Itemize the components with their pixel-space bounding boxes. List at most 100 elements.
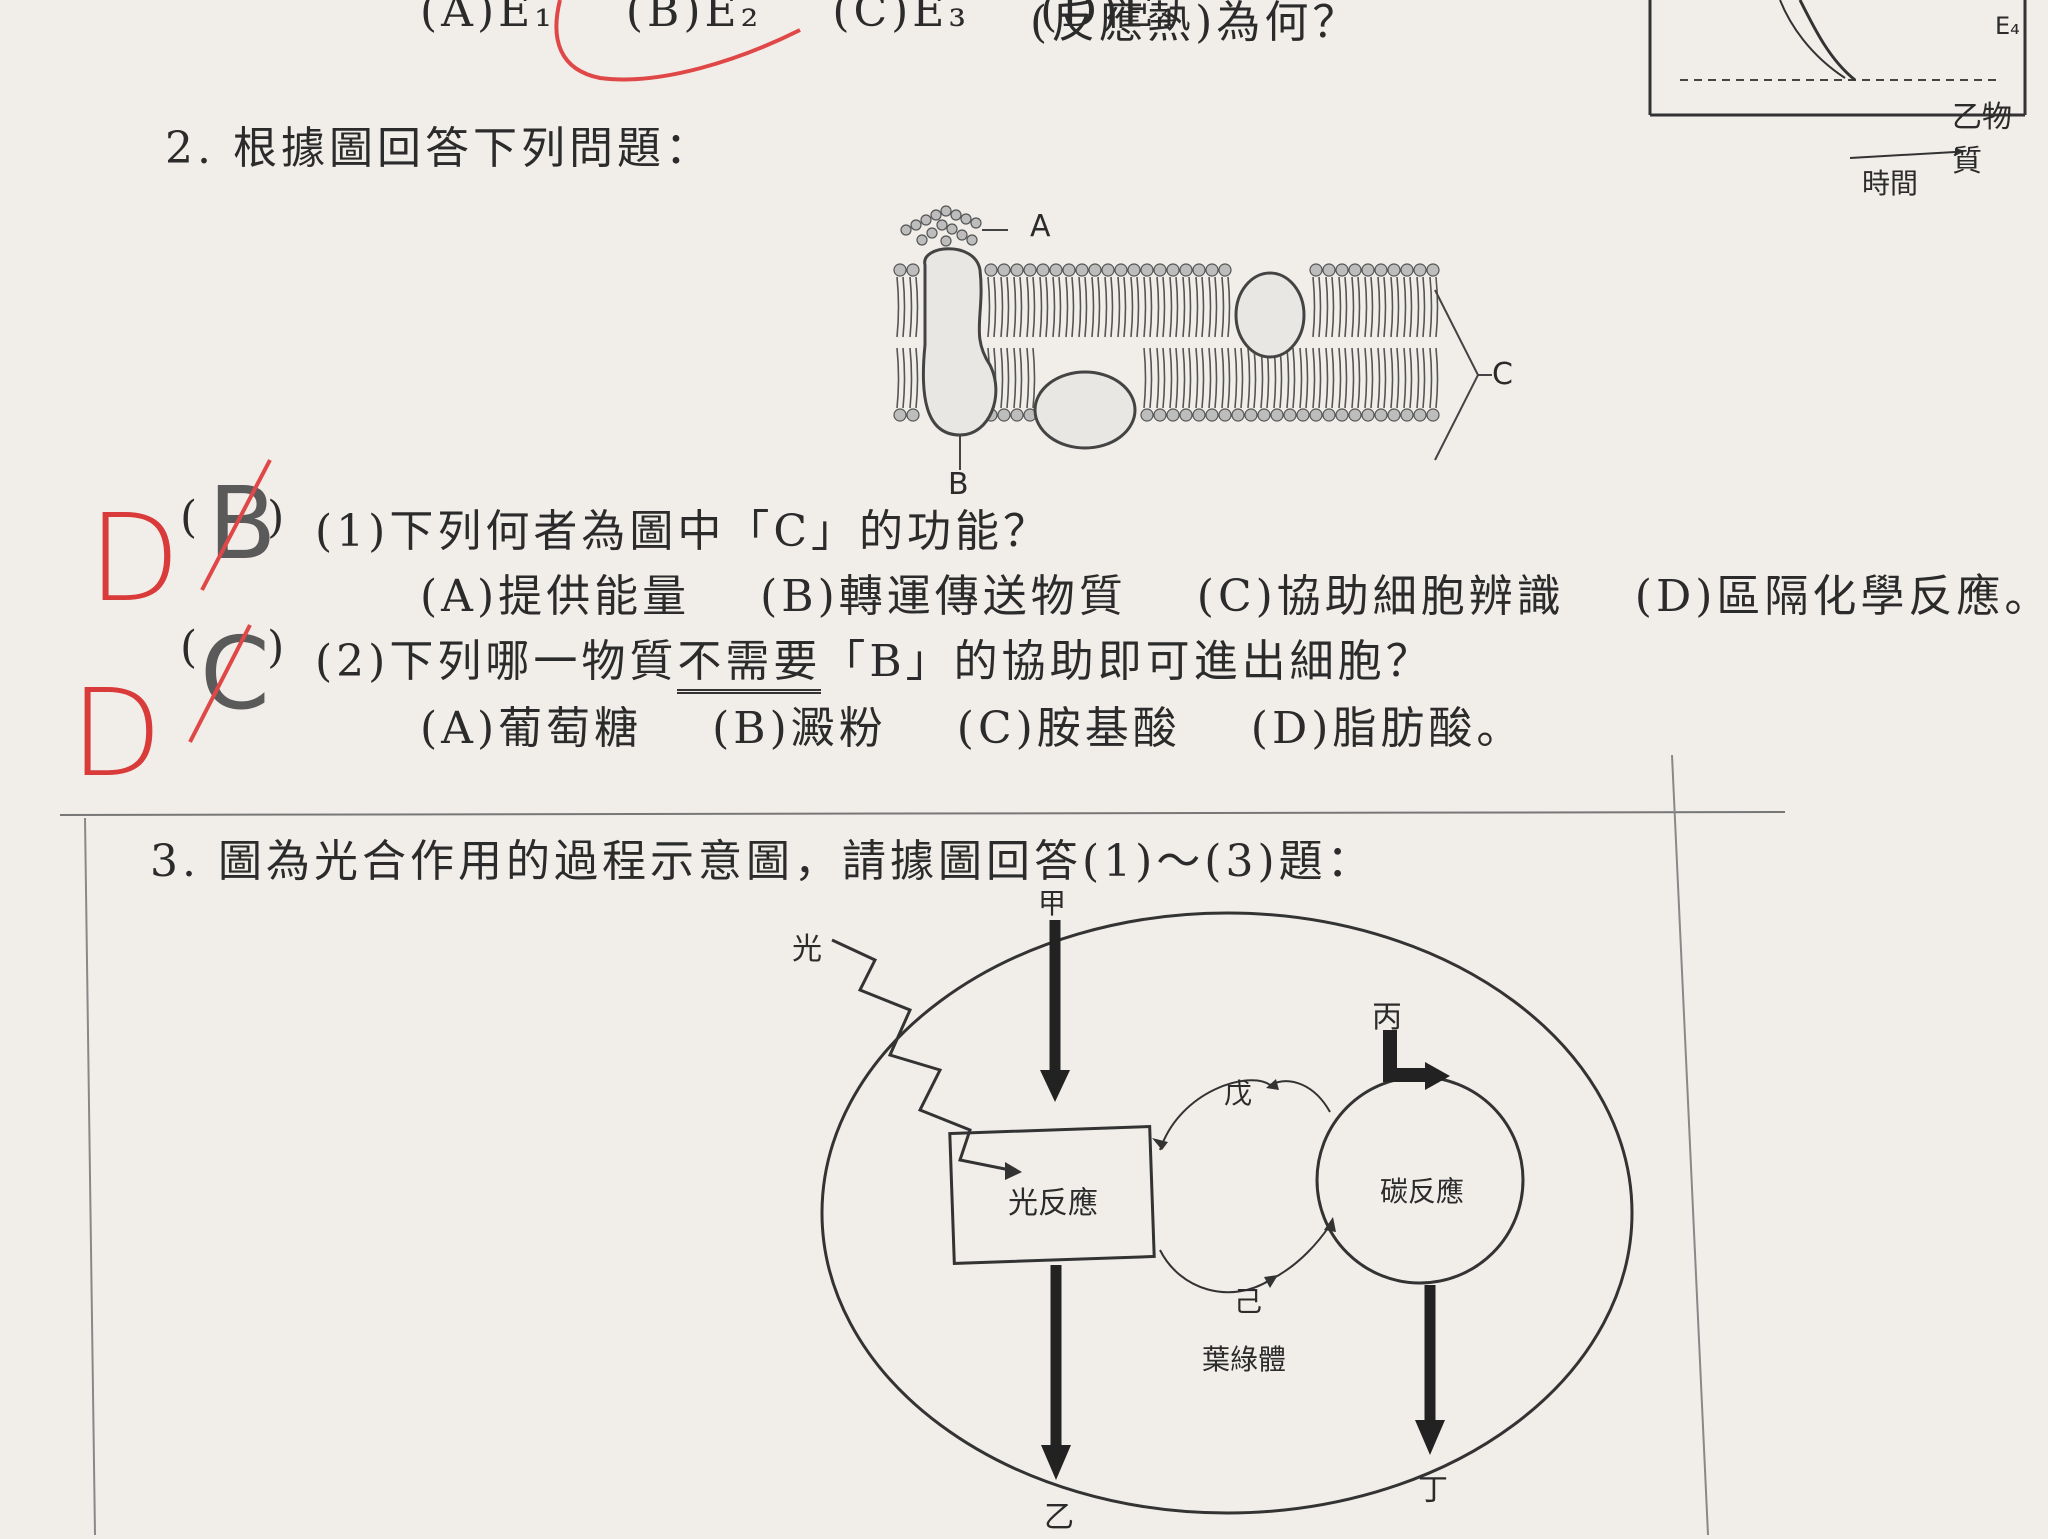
phospholipid-head	[1322, 408, 1336, 422]
phospholipid-head	[1023, 263, 1037, 277]
diagram-label-chloroplast: 葉綠體	[1202, 1343, 1287, 1376]
phospholipid-head	[1348, 263, 1362, 277]
top-option-d: (D)E₄	[1040, 0, 1180, 37]
q2-2-pencil-answer: C	[200, 615, 270, 732]
phospholipid-tail	[1370, 347, 1374, 409]
q2-2-prompt-after: 「B」的協助即可進出細胞？	[821, 636, 1434, 687]
phospholipid-tail	[1156, 276, 1160, 338]
phospholipid-tail	[1000, 276, 1004, 338]
phospholipid-tail	[1383, 347, 1387, 409]
phospholipid-tail	[1299, 347, 1303, 409]
phospholipid-tail	[1162, 347, 1166, 409]
q2-1-option-d: (D)區隔化學反應。	[1634, 571, 2048, 622]
diagram-label-jia: 甲	[1038, 887, 1067, 920]
top-option-a: (A)E₁	[420, 0, 556, 37]
phospholipid-tail	[1091, 276, 1095, 338]
phospholipid-tail	[915, 276, 919, 338]
q2-2-option-d: (D)脂肪酸。	[1250, 703, 1525, 754]
phospholipid-tail	[1136, 276, 1140, 338]
phospholipid-tail	[1396, 347, 1400, 409]
phospholipid-head	[893, 408, 907, 422]
phospholipid-head	[1413, 263, 1427, 277]
phospholipid-head	[1309, 408, 1323, 422]
phospholipid-tail	[1000, 347, 1004, 409]
q2-2-option-c: (C)胺基酸	[956, 703, 1181, 754]
phospholipid-tail	[1110, 276, 1114, 338]
phospholipid-tail	[1390, 276, 1394, 338]
phospholipid-tail	[1429, 276, 1433, 338]
phospholipid-head	[1374, 408, 1388, 422]
top-options-row: (A)E₁ (B)E₂ (C)E₃ (D)E₄	[420, 0, 1231, 37]
q2-2-red-slash	[188, 624, 252, 743]
phospholipid-tail	[1429, 347, 1433, 409]
phospholipid-tail	[1377, 276, 1381, 338]
phospholipid-tail	[1045, 276, 1049, 338]
phospholipid-head	[1322, 263, 1336, 277]
phospholipid-tail	[1377, 347, 1381, 409]
top-option-b: (B)E₂	[625, 0, 763, 37]
phospholipid-tail	[1208, 276, 1212, 338]
phospholipid-tail	[1214, 347, 1218, 409]
top-question-tail: (反應熱)為何？	[1030, 0, 1361, 48]
phospholipid-tail	[1331, 276, 1335, 338]
phospholipid-tail	[1312, 276, 1316, 338]
phospholipid-tail	[1182, 276, 1186, 338]
phospholipid-tail	[1013, 347, 1017, 409]
phospholipid-tail	[1078, 276, 1082, 338]
diagram-label-ding: 丁	[1418, 1473, 1448, 1508]
phospholipid-tail	[1344, 347, 1348, 409]
phospholipid-head	[1205, 263, 1219, 277]
phospholipid-tail	[1351, 347, 1355, 409]
phospholipid-head	[1309, 263, 1323, 277]
phospholipid-tail	[1071, 276, 1075, 338]
phospholipid-tail	[1409, 347, 1413, 409]
phospholipid-head	[1179, 408, 1193, 422]
diagram-label-light: 光	[792, 932, 822, 967]
phospholipid-tail	[1357, 276, 1361, 338]
phospholipid-tail	[909, 276, 913, 338]
membrane-label-c: C	[1492, 357, 1513, 392]
phospholipid-tail	[1162, 276, 1166, 338]
phospholipid-head	[1140, 263, 1154, 277]
phospholipid-tail	[1149, 276, 1153, 338]
phospholipid-tail	[1227, 276, 1231, 338]
q2-2-red-answer: D	[70, 665, 163, 804]
phospholipid-head	[1413, 408, 1427, 422]
phospholipid-head	[1192, 408, 1206, 422]
phospholipid-tail	[1357, 347, 1361, 409]
phospholipid-head	[893, 263, 907, 277]
phospholipid-tail	[1195, 276, 1199, 338]
phospholipid-tail	[1364, 347, 1368, 409]
phospholipid-head	[1400, 408, 1414, 422]
q2-1-pencil-answer: B	[208, 465, 277, 582]
phospholipid-tail	[993, 276, 997, 338]
q2-1-prompt: (1)下列何者為圖中「C」的功能？	[315, 506, 1051, 557]
phospholipid-head	[1010, 263, 1024, 277]
phospholipid-head	[1075, 263, 1089, 277]
phospholipid-tail	[1084, 276, 1088, 338]
phospholipid-tail	[1188, 347, 1192, 409]
phospholipid-tail	[1416, 347, 1420, 409]
phospholipid-tail	[1390, 347, 1394, 409]
corner-label-time: 時間	[1862, 167, 1919, 200]
phospholipid-head	[1426, 263, 1440, 277]
phospholipid-head	[1179, 263, 1193, 277]
phospholipid-tail	[1247, 347, 1251, 409]
membrane-label-a: A	[1030, 209, 1051, 244]
corner-graph: E₄ 乙物質 時間	[1640, 0, 2040, 200]
red-correction-stroke	[554, 0, 801, 82]
phospholipid-head	[1270, 408, 1284, 422]
phospholipid-tail	[1130, 276, 1134, 338]
q2-2-prompt: (2)下列哪一物質不需要「B」的協助即可進出細胞？	[315, 625, 1434, 694]
phospholipid-tail	[1214, 276, 1218, 338]
phospholipid-head	[1101, 263, 1115, 277]
phospholipid-tail	[1318, 276, 1322, 338]
phospholipid-tail	[1227, 347, 1231, 409]
phospholipid-tail	[1032, 276, 1036, 338]
phospholipid-tail	[1123, 276, 1127, 338]
phospholipid-head	[1387, 263, 1401, 277]
phospholipid-tail	[1149, 347, 1153, 409]
photosynthesis-diagram: 光 甲 丙 戊 光反應 碳反應 己 葉綠體 乙 丁	[792, 880, 1650, 1535]
phospholipid-tail	[1169, 276, 1173, 338]
